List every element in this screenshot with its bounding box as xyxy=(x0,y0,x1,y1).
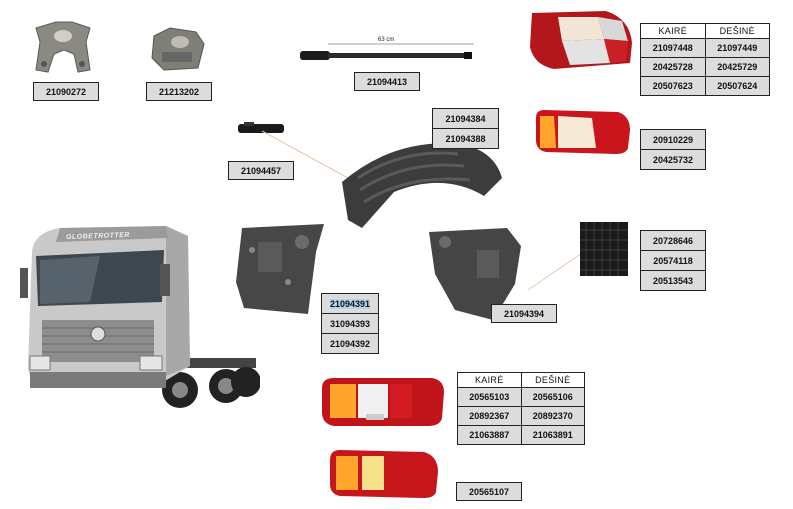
tail-lamp-mid-code: 20910229 xyxy=(640,129,706,150)
mudguard-image xyxy=(342,143,502,228)
bracket-a-code: 21090272 xyxy=(33,82,99,101)
mesh-code: 20513543 xyxy=(640,270,706,291)
clip-image xyxy=(238,122,284,133)
table-row: 21063887 21063891 xyxy=(457,425,585,445)
mudguard-code: 21094388 xyxy=(432,128,499,149)
tail-lamp-mid-code: 20425732 xyxy=(640,149,706,170)
bracket-b-image xyxy=(151,27,205,71)
table-header-right: DEŠINĖ xyxy=(704,23,770,39)
tail-lamp-small-code: 20565107 xyxy=(456,482,522,501)
left-panel-code: 31094393 xyxy=(321,313,379,334)
tail-lamp-mid-codes: 20910229 20425732 xyxy=(640,129,706,170)
rod-dimension: 63 cm xyxy=(378,37,395,43)
tail-lamp-bottom-image xyxy=(322,378,444,426)
table-cell: 21063891 xyxy=(520,425,585,445)
left-panel-codes: 21094391 31094393 21094392 xyxy=(321,293,379,354)
left-panel-image xyxy=(236,224,324,314)
left-panel-code: 21094392 xyxy=(321,333,379,354)
table-row: 20507623 20507624 xyxy=(640,76,770,96)
left-panel-code-highlighted: 21094391 xyxy=(321,293,379,314)
truck-image xyxy=(20,226,260,408)
rod-code: 21094413 xyxy=(354,72,420,91)
bracket-a-image xyxy=(35,21,91,73)
table-row: 20892367 20892370 xyxy=(457,406,585,426)
tail-lamp-large-image xyxy=(530,11,632,69)
highlight-text: 21094391 xyxy=(329,298,371,309)
tail-lamp-small-image xyxy=(330,450,438,498)
rod-image xyxy=(300,43,474,60)
table-cell: 20425728 xyxy=(640,57,706,77)
top-lamp-table: KAIRĖ DEŠINĖ 21097448 21097449 20425728 … xyxy=(640,23,770,96)
table-header-right: DEŠINĖ xyxy=(520,372,585,388)
table-cell: 21097449 xyxy=(704,38,770,58)
table-cell: 20892370 xyxy=(520,406,585,426)
table-cell: 20892367 xyxy=(457,406,522,426)
right-panel-code: 21094394 xyxy=(491,304,557,323)
mesh-codes: 20728646 20574118 20513543 xyxy=(640,230,706,291)
mudguard-codes: 21094384 21094388 xyxy=(432,108,499,149)
table-row: 20425728 20425729 xyxy=(640,57,770,77)
table-cell: 20507624 xyxy=(704,76,770,96)
mudguard-code: 21094384 xyxy=(432,108,499,129)
mesh-code: 20574118 xyxy=(640,250,706,271)
table-row: 20565103 20565106 xyxy=(457,387,585,407)
table-cell: 20507623 xyxy=(640,76,706,96)
mesh-code: 20728646 xyxy=(640,230,706,251)
table-cell: 20565106 xyxy=(520,387,585,407)
table-cell: 20425729 xyxy=(704,57,770,77)
clip-code: 21094457 xyxy=(228,161,294,180)
tail-lamp-mid-image xyxy=(536,110,630,154)
table-cell: 20565103 xyxy=(457,387,522,407)
table-cell: 21063887 xyxy=(457,425,522,445)
table-header-left: KAIRĖ xyxy=(457,372,522,388)
bracket-b-code: 21213202 xyxy=(146,82,212,101)
table-header-left: KAIRĖ xyxy=(640,23,706,39)
bottom-lamp-table: KAIRĖ DEŠINĖ 20565103 20565106 20892367 … xyxy=(457,372,585,445)
right-panel-image xyxy=(429,228,521,320)
mesh-plate-image xyxy=(580,222,628,276)
